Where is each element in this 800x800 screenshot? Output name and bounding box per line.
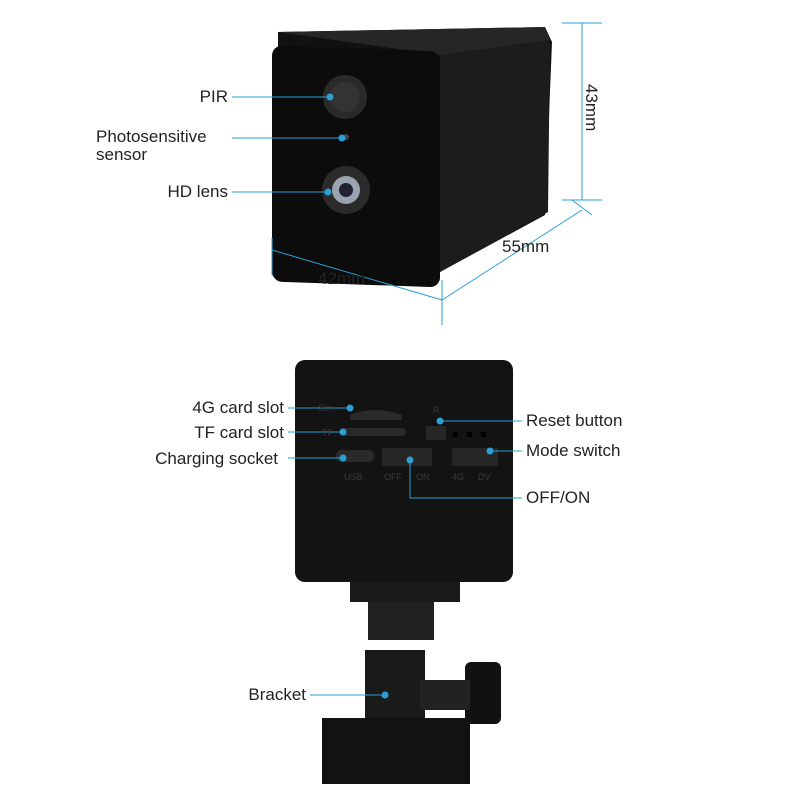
label-tf-card-slot: TF card slot <box>194 423 284 442</box>
dimension-height: 43mm <box>582 84 601 132</box>
label-mode-switch: Mode switch <box>526 441 621 460</box>
label-photosensitive-sensor: Photosensitive sensor <box>96 127 207 164</box>
marking-tf: TF <box>322 428 333 438</box>
marking-usb: USB <box>344 472 363 482</box>
camera-back-view <box>295 360 513 784</box>
marking-4g: 4G <box>452 472 465 482</box>
dimension-depth: 55mm <box>502 237 550 256</box>
label-off-on: OFF/ON <box>526 488 591 507</box>
label-bracket: Bracket <box>248 685 306 704</box>
dimension-width: 42mm <box>318 269 366 288</box>
camera-front-view <box>272 27 552 288</box>
label-charging-socket: Charging socket <box>155 449 278 468</box>
marking-dv: DV <box>478 472 491 482</box>
label-4g-card-slot: 4G card slot <box>192 398 284 417</box>
marking-off: OFF <box>384 472 402 482</box>
label-pir: PIR <box>199 87 228 106</box>
marking-reset: R <box>433 405 440 415</box>
marking-sim: Sim <box>318 403 334 413</box>
marking-on: ON <box>416 472 430 482</box>
label-hd-lens: HD lens <box>167 182 228 201</box>
label-reset-button: Reset button <box>526 411 623 430</box>
